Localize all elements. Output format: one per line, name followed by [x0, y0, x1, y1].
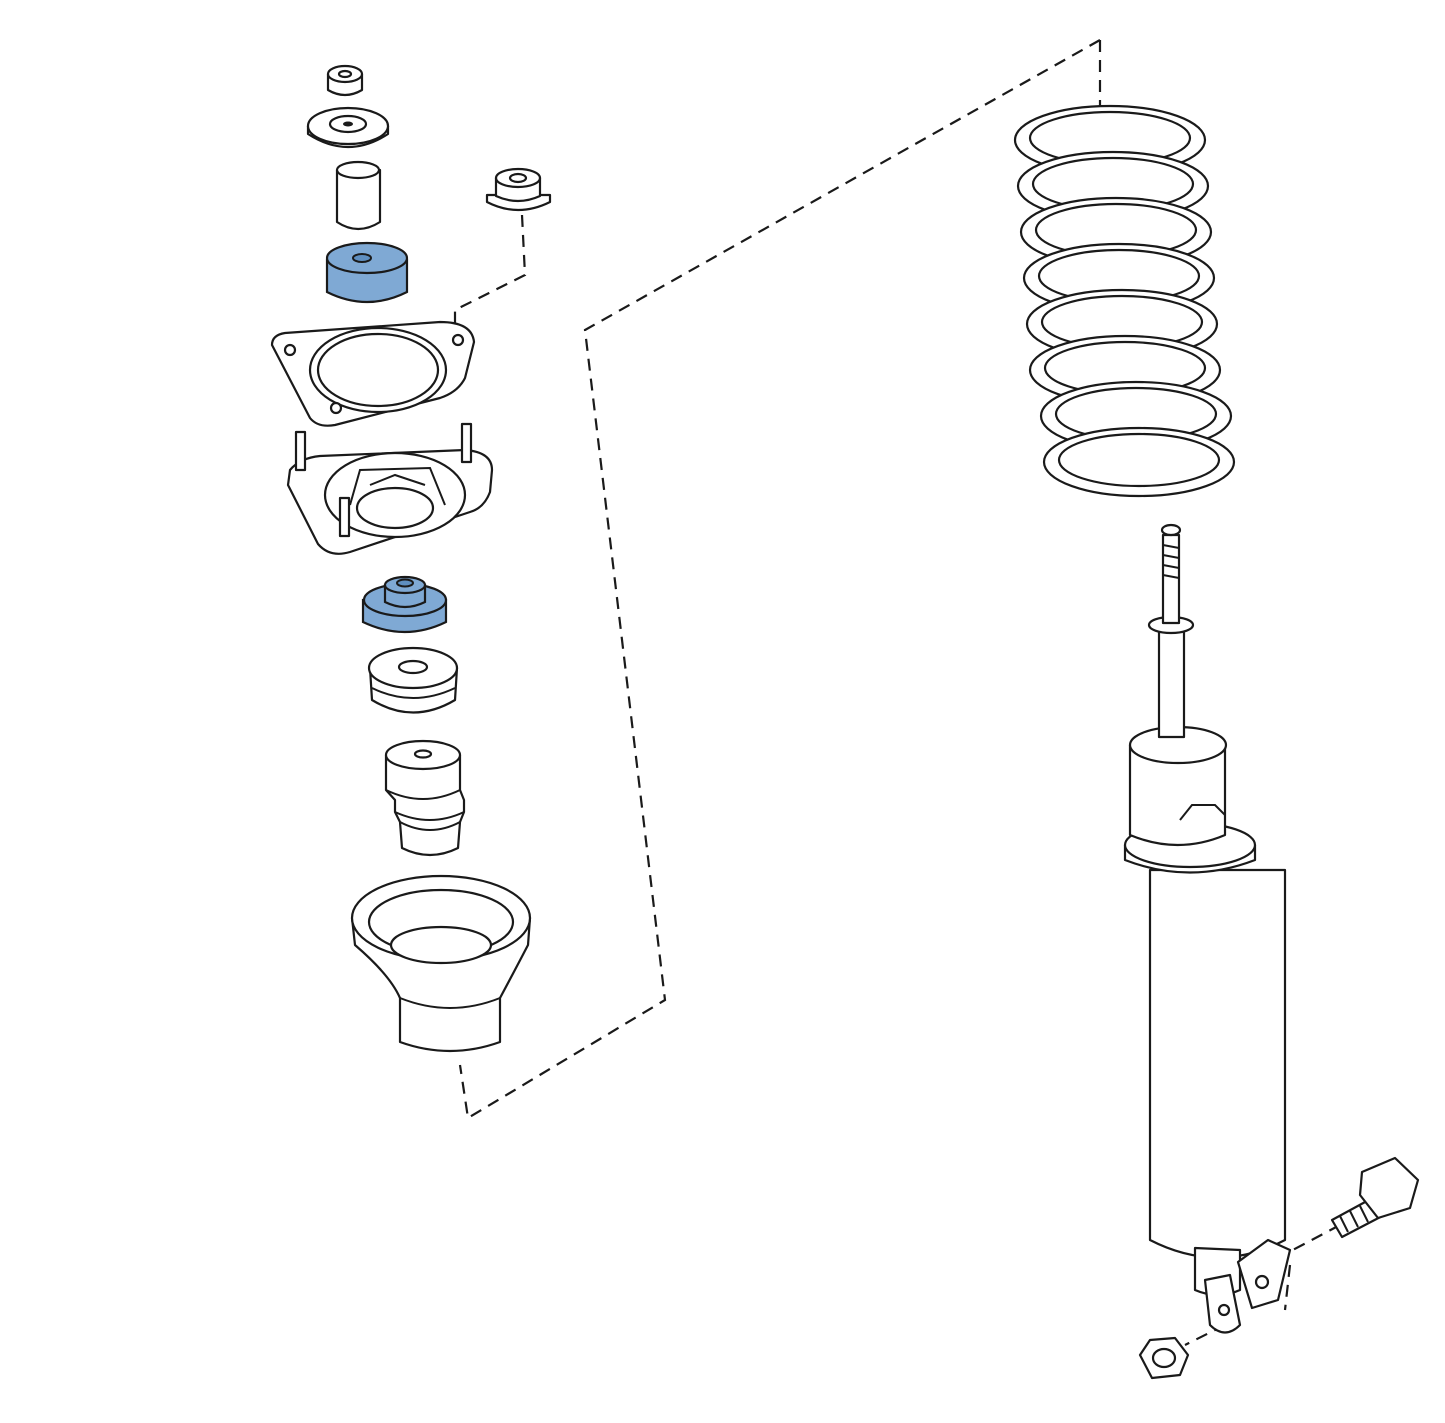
- leader-line-main: [458, 39, 1102, 1120]
- flange-nut: [485, 167, 552, 212]
- sleeve: [335, 160, 382, 231]
- shock-absorber: [1123, 523, 1292, 1334]
- leader-line-nut: [453, 214, 527, 330]
- washer: [306, 106, 390, 149]
- lower-nut: [1138, 1336, 1190, 1380]
- dust-boot: [350, 874, 532, 1053]
- upper-bushing: [325, 241, 409, 304]
- lower-bolt: [1330, 1156, 1420, 1239]
- spring-seat-rubber: [367, 646, 459, 714]
- mount-plate: [270, 320, 476, 427]
- coil-spring: [1013, 104, 1236, 498]
- spring-coil-inner: [1057, 432, 1221, 488]
- lower-bushing: [361, 575, 448, 634]
- bump-stop: [384, 739, 466, 857]
- top-nut: [326, 64, 364, 97]
- strut-mount: [286, 422, 494, 555]
